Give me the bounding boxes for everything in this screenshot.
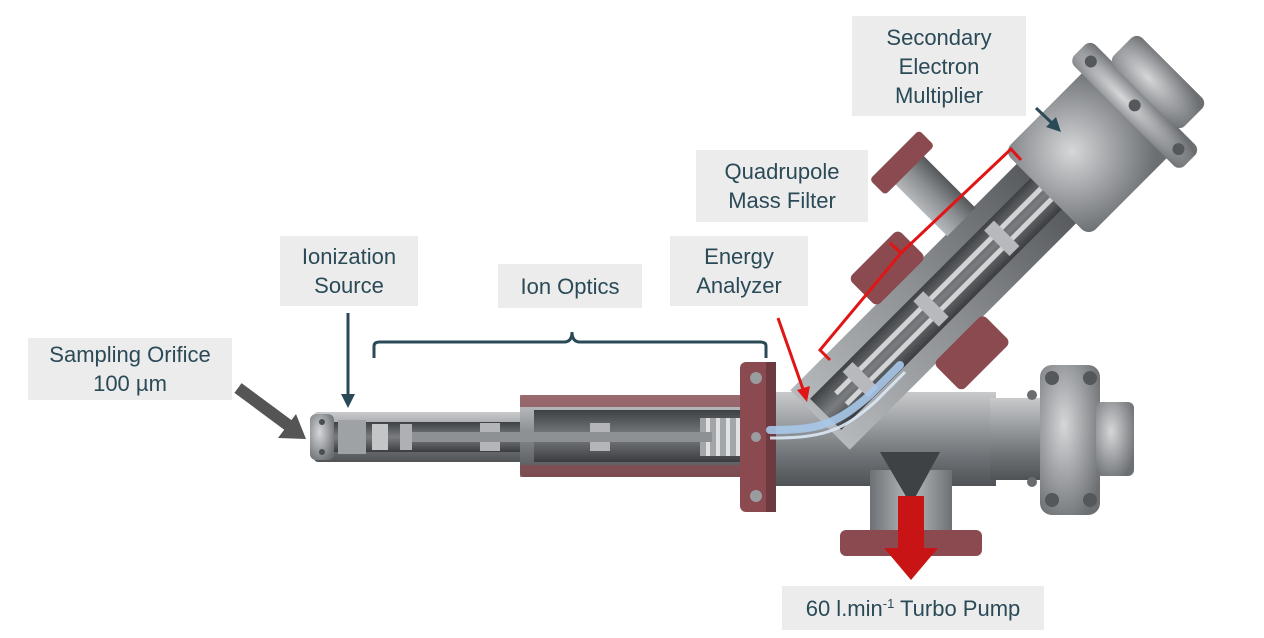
- sampling-orifice-arrow: [234, 383, 306, 439]
- sampling-orifice-line1: Sampling Orifice: [49, 342, 211, 367]
- quadrupole-line2: Mass Filter: [728, 188, 836, 213]
- label-turbo-pump: 60 l.min-1 Turbo Pump: [782, 586, 1044, 630]
- sampling-orifice-line2: 100 µm: [93, 371, 167, 396]
- quadrupole-arm: [790, 35, 1205, 450]
- label-sem: Secondary Electron Multiplier: [852, 16, 1026, 116]
- sampling-orifice-cap: [310, 414, 334, 460]
- turbo-pump-text: 60 l.min-1 Turbo Pump: [806, 594, 1021, 623]
- energy-analyzer-line2: Analyzer: [696, 273, 782, 298]
- ion-optics-bracket: [372, 331, 768, 358]
- ionization-source-line1: Ionization: [301, 244, 397, 269]
- ion-path-inner: [769, 370, 907, 440]
- turbo-pump-superscript: -1: [882, 595, 895, 611]
- energy-analyzer-arrow: [776, 317, 810, 402]
- ion-optics-line1: Ion Optics: [520, 273, 620, 299]
- sem-line2: Electron: [898, 53, 980, 79]
- quadrupole-line1: Quadrupole: [724, 159, 840, 184]
- label-energy-analyzer: Energy Analyzer: [670, 236, 808, 306]
- turbo-pump-prefix: 60 l.min: [805, 595, 883, 621]
- ionization-source-line2: Source: [314, 273, 384, 298]
- ion-optics-tube: [314, 395, 760, 477]
- turbo-pump-arrow: [884, 496, 938, 580]
- ion-path: [766, 361, 904, 434]
- turbo-pump-suffix: Turbo Pump: [894, 595, 1021, 621]
- label-ionization-source: Ionization Source: [280, 236, 418, 306]
- sem-arrow: [1034, 106, 1061, 132]
- label-quadrupole: Quadrupole Mass Filter: [696, 150, 868, 222]
- energy-analyzer-line1: Energy: [704, 244, 774, 269]
- sem-line3: Multiplier: [894, 82, 984, 108]
- sem-line1: Secondary: [886, 24, 992, 50]
- label-ion-optics: Ion Optics: [498, 264, 642, 308]
- ionization-source-arrow: [341, 313, 355, 408]
- quadrupole-bracket: [817, 146, 1023, 362]
- label-sampling-orifice: Sampling Orifice 100 µm: [28, 338, 232, 400]
